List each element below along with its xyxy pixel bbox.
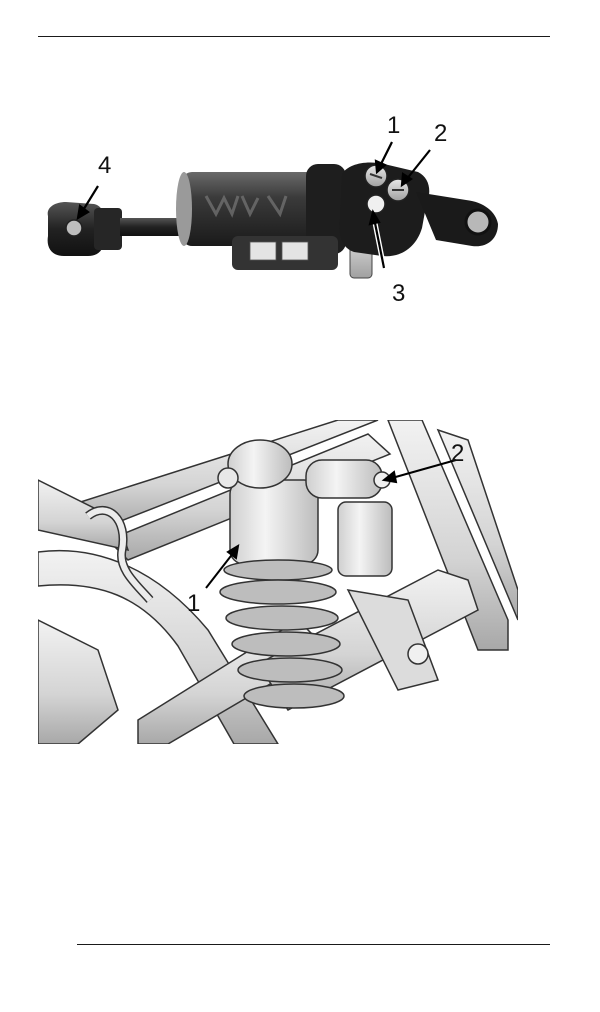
- callout-number-4: 4: [98, 152, 112, 179]
- frame-callout-number-1: 1: [187, 590, 201, 617]
- shock-absorber-illustration: [47, 141, 498, 279]
- callout-number-3: 3: [392, 280, 406, 307]
- frame-callout-number-2: 2: [451, 440, 465, 467]
- shock-absorber-figure: 1 2 3 4: [36, 108, 516, 314]
- shock-body: [176, 164, 346, 254]
- piston-rod: [120, 218, 190, 236]
- callout-number-1: 1: [387, 112, 401, 139]
- footer-rule: [77, 944, 550, 945]
- lower-eyelet: [47, 202, 122, 256]
- frame-shock-assembly: [217, 439, 439, 709]
- adjuster-3-knob: [366, 194, 386, 214]
- callout-number-2: 2: [434, 120, 448, 147]
- header-rule: [38, 36, 550, 37]
- adjuster-head: [339, 162, 498, 257]
- frame-callout-arrows: [205, 459, 457, 589]
- callout-arrows: [76, 141, 431, 269]
- frame-mounted-shock-figure: 2 1: [38, 420, 518, 744]
- frame-shock-illustration: [38, 420, 518, 744]
